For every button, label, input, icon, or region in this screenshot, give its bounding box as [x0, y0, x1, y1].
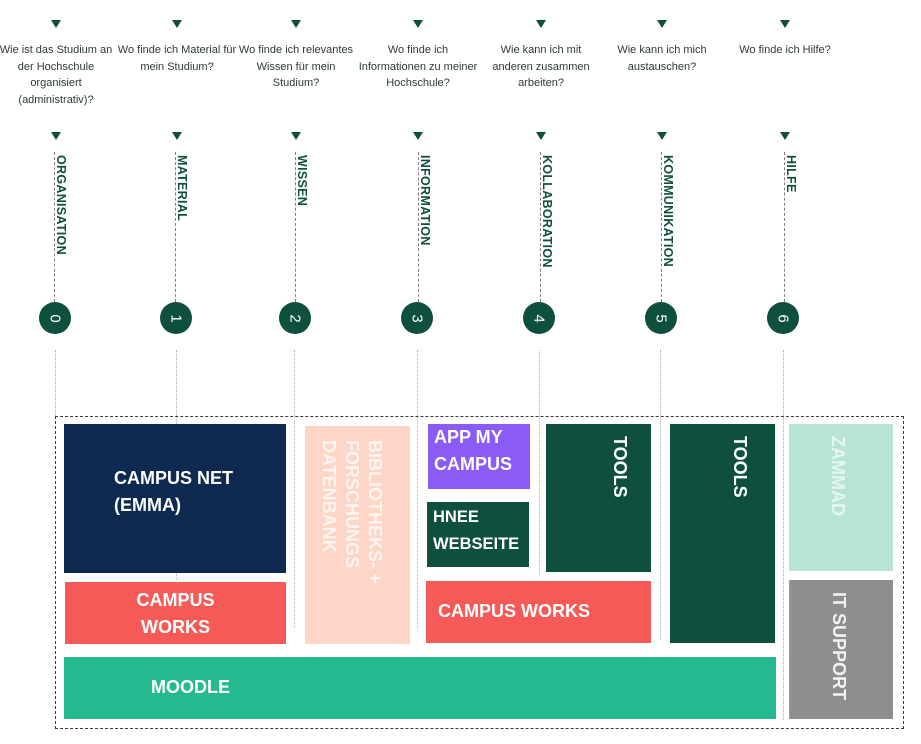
- tool-label: BIBLIOTHEKS- + FORSCHUNGS DATENBANK: [319, 440, 385, 584]
- dashed-connector: [175, 152, 176, 302]
- arrow-down-icon: [413, 20, 423, 28]
- category-label: ORGANISATION: [54, 155, 68, 255]
- tool-tools-kommunikation[interactable]: TOOLS: [670, 424, 775, 643]
- dotted-guide-line: [539, 350, 540, 575]
- arrow-down-icon: [172, 20, 182, 28]
- category-label: WISSEN: [295, 155, 309, 207]
- arrow-down-icon: [657, 132, 667, 140]
- arrow-down-icon: [51, 132, 61, 140]
- dashed-connector: [540, 152, 541, 302]
- arrow-down-icon: [51, 20, 61, 28]
- column-wissen: Wo finde ich relevantes Wissen für mein …: [236, 0, 356, 420]
- dotted-guide-line: [55, 350, 56, 416]
- category-label: MATERIAL: [175, 155, 189, 222]
- arrow-down-icon: [780, 20, 790, 28]
- question-text: Wo finde ich Hilfe?: [739, 44, 831, 56]
- column-kommunikation: Wie kann ich mich austauschen?: [602, 0, 722, 420]
- tool-campus-works[interactable]: CAMPUS WORKS: [426, 581, 651, 643]
- arrow-down-icon: [413, 132, 423, 140]
- dotted-guide-line: [660, 350, 661, 640]
- question-text: Wie ist das Studium an der Hochschule or…: [0, 44, 113, 106]
- question-text: Wo finde ich Informationen zu meiner Hoc…: [358, 44, 478, 89]
- column-hilfe: Wo finde ich Hilfe?: [725, 0, 845, 420]
- step-number-badge: 0: [39, 302, 71, 334]
- column-material: Wo finde ich Material für mein Studium?: [117, 0, 237, 420]
- category-label: KOMMUNIKATION: [661, 155, 675, 267]
- dashed-connector: [295, 152, 296, 302]
- tool-label: TOOLS: [610, 436, 630, 498]
- arrow-down-icon: [291, 20, 301, 28]
- dashed-connector: [418, 152, 419, 302]
- question-text: Wie kann ich mich austauschen?: [617, 44, 707, 73]
- dashed-connector: [54, 152, 55, 302]
- question-text: Wo finde ich relevantes Wissen für mein …: [238, 44, 354, 89]
- tool-campus-works[interactable]: CAMPUS WORKS: [65, 582, 286, 644]
- arrow-down-icon: [536, 20, 546, 28]
- question-text: Wo finde ich Material für mein Studium?: [117, 44, 237, 73]
- tool-label: TOOLS: [730, 436, 750, 498]
- step-number-badge: 5: [645, 302, 677, 334]
- step-number-badge: 4: [523, 302, 555, 334]
- dotted-guide-line: [417, 350, 418, 628]
- tools-frame: [55, 416, 904, 729]
- tool-app-my-campus[interactable]: APP MY CAMPUS: [428, 424, 530, 489]
- tool-moodle[interactable]: MOODLE: [64, 657, 776, 719]
- tool-label: MOODLE: [151, 677, 230, 697]
- tool-label: APP MY CAMPUS: [434, 427, 513, 474]
- tool-bibliotheks-datenbank[interactable]: BIBLIOTHEKS- + FORSCHUNGS DATENBANK: [305, 426, 410, 644]
- tool-zammad[interactable]: ZAMMAD: [789, 424, 893, 571]
- tool-hnee-webseite[interactable]: HNEE WEBSEITE: [427, 502, 529, 567]
- category-label: INFORMATION: [418, 155, 432, 246]
- question-text: Wie kann ich mit anderen zusammen arbeit…: [492, 44, 590, 89]
- tool-label: HNEE WEBSEITE: [433, 508, 520, 553]
- arrow-down-icon: [780, 132, 790, 140]
- column-information: Wo finde ich Informationen zu meiner Hoc…: [358, 0, 478, 420]
- tool-label: CAMPUS WORKS: [438, 601, 590, 621]
- dashed-connector: [661, 152, 662, 302]
- arrow-down-icon: [536, 132, 546, 140]
- arrow-down-icon: [291, 132, 301, 140]
- tool-tools-kollaboration[interactable]: TOOLS: [546, 424, 651, 572]
- category-label: KOLLABORATION: [540, 155, 554, 268]
- dashed-connector: [784, 152, 785, 302]
- column-kollaboration: Wie kann ich mit anderen zusammen arbeit…: [481, 0, 601, 420]
- tool-it-support[interactable]: IT SUPPORT: [789, 580, 893, 719]
- tool-label: ZAMMAD: [828, 436, 848, 516]
- step-number-badge: 3: [401, 302, 433, 334]
- tool-label: CAMPUS NET (EMMA): [114, 468, 234, 515]
- tool-label: CAMPUS WORKS: [136, 590, 215, 637]
- tool-campus-net[interactable]: CAMPUS NET (EMMA): [64, 424, 286, 573]
- step-number-badge: 1: [160, 302, 192, 334]
- column-organisation: Wie ist das Studium an der Hochschule or…: [0, 0, 116, 420]
- tool-label: IT SUPPORT: [829, 592, 849, 701]
- arrow-down-icon: [172, 132, 182, 140]
- dotted-guide-line: [783, 350, 784, 720]
- dotted-guide-line: [294, 350, 295, 628]
- step-number-badge: 6: [767, 302, 799, 334]
- category-label: HILFE: [784, 155, 798, 193]
- arrow-down-icon: [657, 20, 667, 28]
- step-number-badge: 2: [279, 302, 311, 334]
